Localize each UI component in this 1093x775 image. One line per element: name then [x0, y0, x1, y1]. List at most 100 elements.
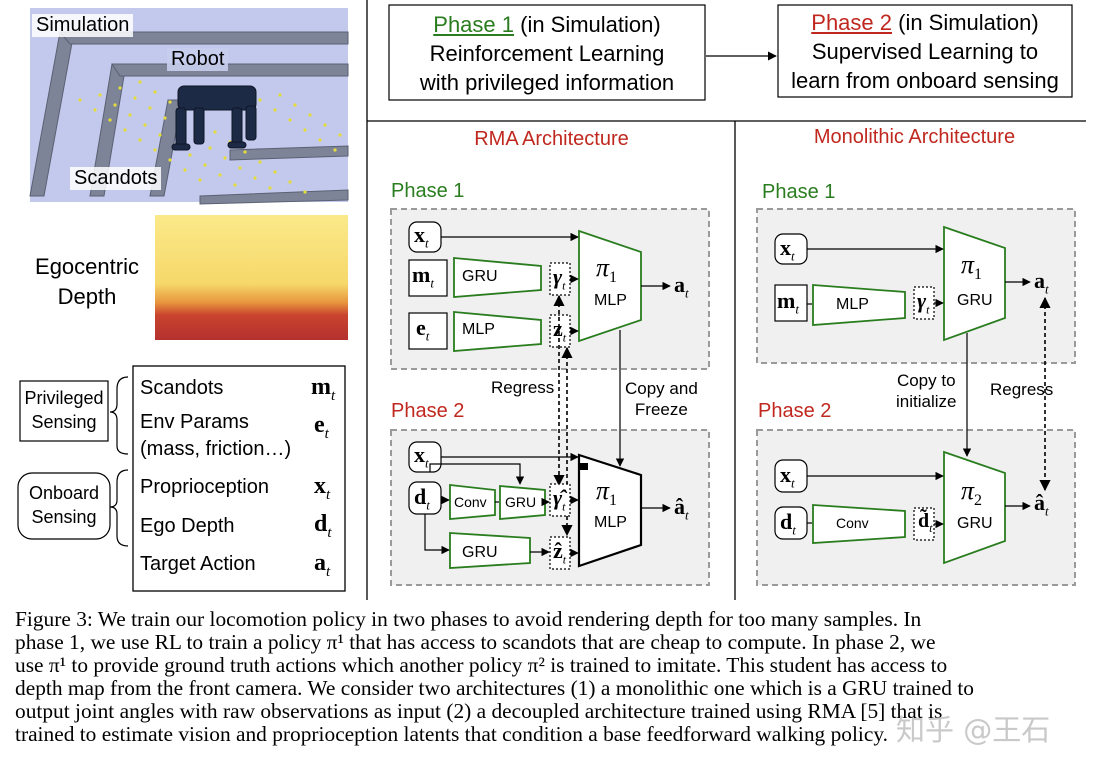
- phase2-box: [777, 4, 1073, 98]
- rma-gru-p2a: GRU: [505, 494, 537, 510]
- robot-icon: [171, 85, 257, 151]
- mono-copy-init-label: Copy to initialize: [896, 370, 956, 412]
- legend-ego-depth: Ego Depth: [140, 515, 235, 537]
- onboard-line: Onboard: [28, 483, 100, 503]
- mono-phase1-label: Phase 1: [762, 181, 836, 203]
- mono-mlp-p1: MLP: [836, 296, 869, 313]
- symbol-e: et: [314, 412, 329, 443]
- symbol-e-letter: e: [314, 412, 325, 438]
- legend-proprioception: Proprioception: [140, 476, 269, 498]
- watermark: 知乎 @王石: [896, 713, 1051, 747]
- caption-line: depth map from the front camera. We cons…: [15, 676, 974, 701]
- mono-gamma-p1: γt: [917, 288, 930, 317]
- egocentric-depth-label: Egocentric Depth: [22, 252, 152, 312]
- symbol-a-letter: a: [314, 550, 326, 576]
- rma-pi1-mlp-p1: MLP: [594, 292, 627, 309]
- symbol-x-sub: t: [326, 486, 331, 503]
- initialize-line: initialize: [896, 392, 957, 411]
- mono-diagram: [756, 208, 1076, 586]
- figure-caption: Figure 3: We train our locomotion policy…: [15, 607, 1087, 747]
- phase2-line2: learn from onboard sensing: [791, 68, 1059, 93]
- caption-line: use π¹ to provide ground truth actions w…: [15, 653, 948, 678]
- mono-conv-p2: Conv: [836, 515, 869, 531]
- caption-line: output joint angles with raw observation…: [15, 699, 943, 724]
- phase2-paren: (in Simulation): [892, 10, 1039, 35]
- rma-x-p1: xt: [414, 222, 429, 251]
- legend-env-params: Env Params: [140, 411, 249, 433]
- sensing-line-2: Sensing: [31, 507, 97, 527]
- symbol-a-sub: t: [326, 563, 331, 580]
- rma-gamma-p1: γt: [553, 264, 566, 293]
- rma-ahat-p2: ât: [674, 494, 689, 523]
- rma-gammahat-p2: γ̂t: [553, 485, 566, 514]
- rma-mlp-p1: MLP: [462, 321, 495, 338]
- legend: [17, 365, 346, 592]
- mono-gru-p1: GRU: [957, 292, 993, 309]
- rma-zhat-p2: ẑt: [553, 538, 567, 567]
- privileged-sensing-label: Privileged Sensing: [20, 386, 108, 434]
- rma-conv-p2: Conv: [454, 494, 487, 510]
- symbol-e-sub: t: [324, 425, 329, 442]
- phase1-link[interactable]: Phase 1: [433, 12, 514, 37]
- symbol-d-letter: d: [314, 511, 328, 537]
- symbol-x-letter: x: [314, 473, 326, 499]
- rma-m-p1: mt: [412, 262, 434, 291]
- depth-line: Depth: [57, 284, 117, 309]
- mono-title: Monolithic Architecture: [813, 126, 1016, 148]
- rma-pi1-p2: π1: [596, 476, 618, 510]
- mono-phase2-label: Phase 2: [758, 400, 832, 422]
- legend-env-params-detail: (mass, friction…): [140, 438, 292, 460]
- mono-a-p1: at: [1034, 268, 1049, 297]
- symbol-d: dt: [314, 511, 332, 542]
- legend-scandots: Scandots: [140, 377, 224, 399]
- phase1-paren: (in Simulation): [514, 12, 661, 37]
- phase2-link[interactable]: Phase 2: [811, 10, 892, 35]
- robot-label: Robot: [167, 48, 229, 71]
- rma-d-p2: dt: [414, 484, 430, 513]
- mono-x-p1: xt: [780, 235, 795, 264]
- sensing-line: Sensing: [31, 412, 97, 432]
- mono-ahat-p2: ât: [1034, 490, 1049, 519]
- egocentric-line: Egocentric: [35, 254, 139, 279]
- rma-title: RMA Architecture: [474, 128, 629, 150]
- copy-to-line: Copy to: [896, 371, 956, 390]
- symbol-m: mt: [311, 374, 335, 405]
- phase1-description: Phase 1 (in Simulation) Reinforcement Le…: [389, 10, 705, 97]
- rma-a-p1: at: [674, 272, 689, 301]
- mono-regress-label: Regress: [990, 380, 1054, 399]
- rma-e-p1: et: [416, 315, 430, 344]
- rma-z-p1: zt: [553, 316, 567, 345]
- phase2-description: Phase 2 (in Simulation) Supervised Learn…: [778, 8, 1072, 95]
- mono-pi1-p1: π1: [961, 250, 983, 284]
- rma-pi1-p1: π1: [596, 253, 618, 287]
- rma-pi1-mlp-p2: MLP: [594, 514, 627, 531]
- legend-target-action: Target Action: [140, 553, 256, 575]
- rma-copy-freeze-label: Copy and Freeze: [625, 378, 698, 420]
- phase1-line1: Reinforcement Learning: [429, 41, 665, 66]
- copy-and-line: Copy and: [625, 379, 698, 398]
- rma-gru-p1: GRU: [462, 268, 498, 285]
- depth-image: [155, 215, 348, 340]
- mono-pi2-p2: π2: [961, 476, 983, 510]
- mono-d-p2: dt: [780, 509, 796, 538]
- freeze-line: Freeze: [634, 400, 688, 419]
- figure-diagram: [17, 0, 1086, 600]
- symbol-m-letter: m: [311, 374, 331, 400]
- rma-x-p2: xt: [414, 442, 429, 471]
- rma-regress-label: Regress: [491, 378, 555, 397]
- simulation-label: Simulation: [32, 14, 134, 37]
- rma-diagram: [390, 208, 710, 586]
- onboard-sensing-label: Onboard Sensing: [18, 481, 110, 529]
- caption-line: phase 1, we use RL to train a policy π¹ …: [15, 630, 936, 655]
- rma-phase1-label: Phase 1: [391, 180, 465, 202]
- mono-x-p2: xt: [780, 462, 795, 491]
- symbol-x: xt: [314, 473, 330, 504]
- symbol-a: at: [314, 550, 330, 581]
- mono-m-p1: mt: [777, 288, 799, 317]
- mono-dtilde-p2: d̃t: [918, 510, 933, 535]
- phase2-line1: Supervised Learning to: [811, 39, 1039, 64]
- rma-gru-p2b: GRU: [462, 544, 498, 561]
- symbol-d-sub: t: [327, 524, 332, 541]
- phase1-line2: with privileged information: [419, 70, 675, 95]
- mono-gru-p2: GRU: [957, 515, 993, 532]
